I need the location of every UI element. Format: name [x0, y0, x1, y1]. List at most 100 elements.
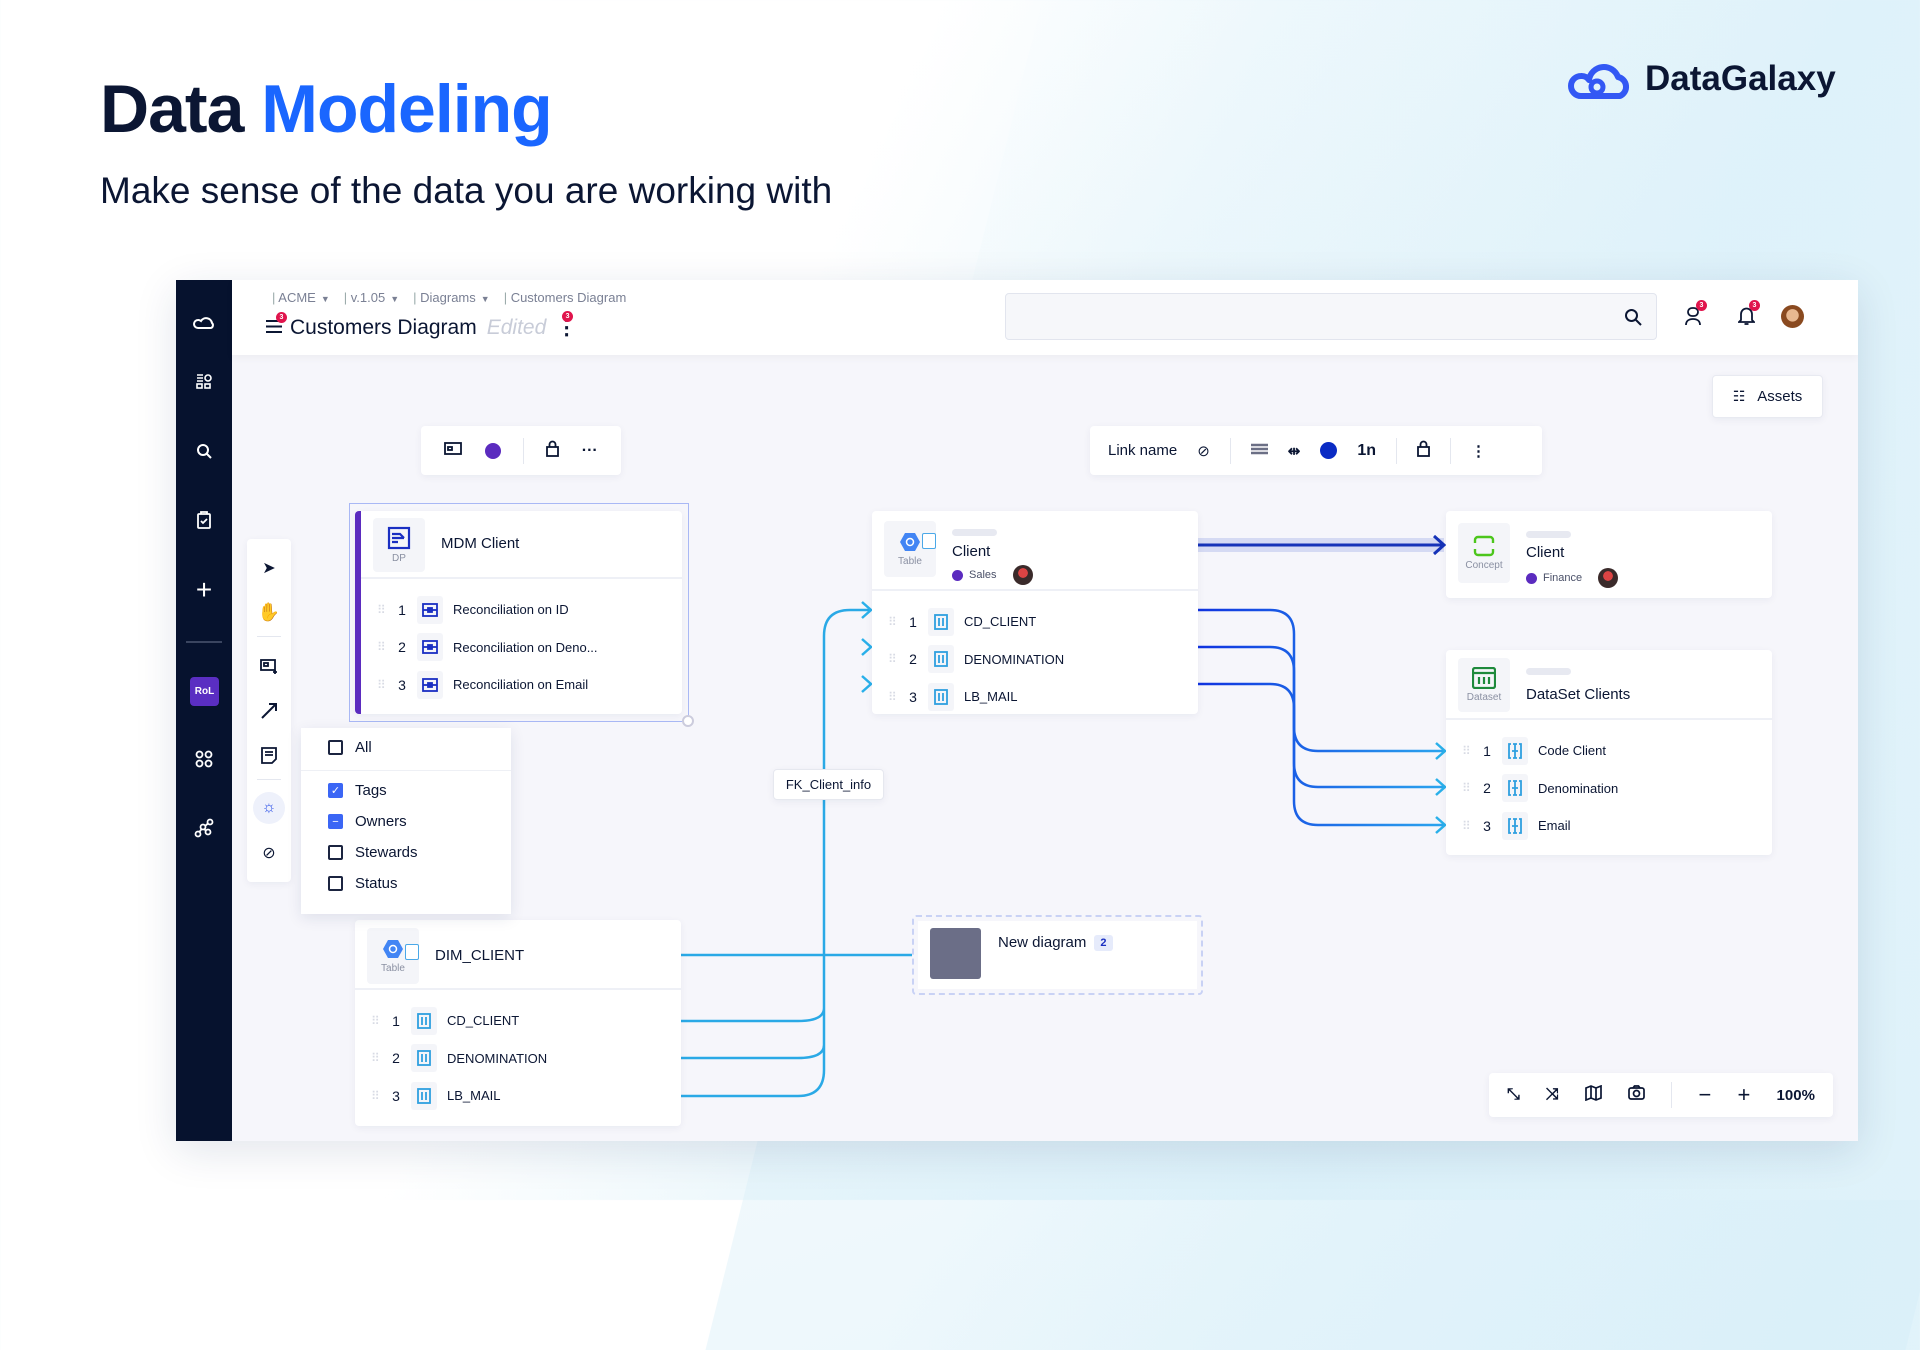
search-icon[interactable] [190, 437, 218, 465]
rol-button[interactable]: RoL [190, 677, 219, 706]
drag-handle-icon[interactable]: ⠿ [377, 602, 386, 617]
lightbulb-display-icon[interactable]: ☼ [247, 790, 291, 826]
hand-pan-icon[interactable]: ✋ [257, 601, 281, 622]
drag-handle-icon[interactable]: ⠿ [888, 652, 897, 667]
checkbox[interactable]: − [328, 814, 343, 829]
filter-option-owners[interactable]: −Owners [328, 813, 407, 830]
drag-handle-icon[interactable]: ⠿ [1462, 743, 1471, 758]
owner-avatar[interactable] [1012, 565, 1033, 585]
link-fk-client-info[interactable] [681, 608, 870, 1098]
zoom-in-icon[interactable]: + [1737, 1082, 1751, 1107]
checkbox[interactable] [328, 876, 343, 891]
cloud-home-icon[interactable] [190, 308, 218, 336]
owner-avatar[interactable] [1598, 568, 1619, 588]
notifications-button[interactable]: 3 [1736, 300, 1760, 331]
search-input[interactable] [1005, 293, 1657, 340]
more-horizontal-icon[interactable]: ··· [581, 441, 598, 459]
app-window: + RoL ACME▼ v.1.05▼ Diagrams▼ Customers … [176, 280, 1858, 1141]
assistant-button[interactable]: 3 [1684, 300, 1707, 331]
node-card-client-concept[interactable]: Concept Client Finance [1446, 511, 1772, 598]
drag-handle-icon[interactable]: ⠿ [888, 614, 897, 629]
pointer-tool-icon[interactable]: ➤ [262, 560, 276, 577]
assets-button[interactable]: ☷Assets [1712, 375, 1823, 418]
filter-option-stewards[interactable]: Stewards [328, 844, 418, 861]
link-label-fk[interactable]: FK_Client_info [773, 769, 884, 800]
camera-icon[interactable] [1628, 1085, 1645, 1105]
link-client-dataset-1[interactable] [1198, 608, 1444, 753]
zoom-out-icon[interactable]: − [1698, 1082, 1712, 1107]
link-name-label[interactable]: Link name [1108, 442, 1178, 459]
plus-icon[interactable]: + [195, 574, 213, 605]
new-diagram-title: New diagram [998, 934, 1087, 951]
drag-handle-icon[interactable]: ⠿ [371, 1051, 380, 1066]
link-client-dataset-2[interactable] [1198, 645, 1444, 789]
link-color-picker[interactable] [1320, 442, 1338, 459]
minimap-icon[interactable] [1585, 1084, 1602, 1106]
drag-handle-icon[interactable]: ⠿ [1462, 818, 1471, 833]
more-vertical-icon[interactable]: ⋮ [1471, 442, 1487, 460]
apps-grid-icon[interactable] [190, 745, 218, 773]
card-view-icon[interactable] [444, 441, 463, 460]
collapse-icon[interactable]: ⤨ [1545, 1086, 1559, 1103]
clipboard-check-icon[interactable] [190, 506, 218, 534]
filter-option-all[interactable]: All [328, 739, 372, 756]
arrow-link-icon[interactable] [247, 692, 291, 728]
lock-icon[interactable] [1417, 440, 1430, 461]
brand-name: DataGalaxy [1645, 59, 1836, 98]
placeholder-bar [952, 529, 997, 536]
lock-icon[interactable] [546, 440, 560, 462]
cardinality-selector[interactable]: 1n [1357, 441, 1377, 459]
drag-handle-icon[interactable]: ⠿ [371, 1088, 380, 1103]
zoom-level[interactable]: 100% [1776, 1086, 1815, 1104]
filter-option-tags[interactable]: ✓Tags [328, 782, 387, 799]
checkbox[interactable]: ✓ [328, 783, 343, 798]
breadcrumb-item-current[interactable]: Customers Diagram [504, 290, 627, 305]
user-avatar[interactable] [1781, 305, 1804, 328]
drag-handle-icon[interactable]: ⠿ [377, 640, 386, 655]
drag-handle-icon[interactable]: ⠿ [888, 689, 897, 704]
drag-handle-icon[interactable]: ⠿ [1462, 781, 1471, 796]
breadcrumb-item-diagrams[interactable]: Diagrams▼ [413, 290, 490, 305]
search-icon[interactable] [1624, 308, 1642, 326]
hamburger-menu-button[interactable]: 3 [266, 312, 287, 338]
breadcrumb-item-version[interactable]: v.1.05▼ [344, 290, 399, 305]
link-client-dataset-3[interactable] [1198, 682, 1444, 827]
add-frame-icon[interactable] [247, 648, 291, 684]
breadcrumb-item-workspace[interactable]: ACME▼ [272, 290, 329, 305]
line-style-icon[interactable] [1250, 442, 1268, 459]
fit-expand-icon[interactable]: ⤡ [1507, 1086, 1520, 1103]
catalog-icon[interactable] [190, 367, 218, 395]
checkbox[interactable] [328, 740, 343, 755]
drag-handle-icon[interactable]: ⠿ [377, 677, 386, 692]
eye-slash-icon[interactable]: ⊘ [1197, 442, 1210, 460]
node-color-picker[interactable] [484, 442, 501, 459]
checkbox[interactable] [328, 845, 343, 860]
link-toolbar: Link name ⊘ ⇹ 1n ⋮ [1090, 426, 1542, 475]
route-split-icon[interactable]: ⇹ [1287, 442, 1301, 460]
resize-handle[interactable] [682, 715, 694, 727]
diagram-title-text[interactable]: Customers Diagram [290, 316, 477, 339]
note-icon[interactable] [247, 737, 291, 773]
filter-option-status[interactable]: Status [328, 875, 398, 892]
lineage-icon[interactable] [190, 814, 218, 842]
drag-handle-icon[interactable]: ⠿ [371, 1013, 380, 1028]
more-vertical-icon[interactable]: ⋮3 [556, 311, 578, 339]
eye-slash-icon[interactable]: ⊘ [262, 845, 276, 862]
